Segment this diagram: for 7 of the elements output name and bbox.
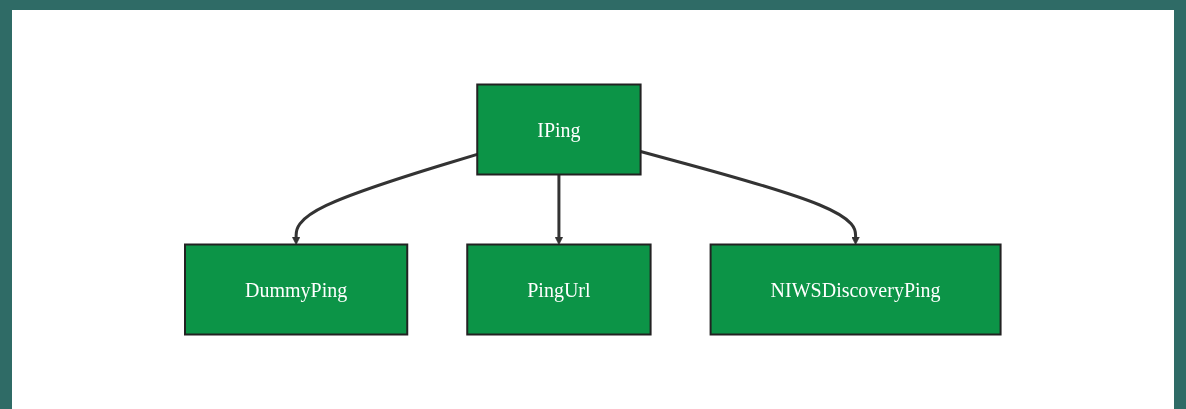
arrow <box>640 150 861 245</box>
arrow <box>554 174 564 245</box>
node-box: NIWSDiscoveryPing <box>709 243 1002 336</box>
arrow <box>291 152 478 245</box>
node-box: PingUrl <box>466 243 652 336</box>
node-box: IPing <box>476 83 642 176</box>
node-box: DummyPing <box>184 243 409 336</box>
